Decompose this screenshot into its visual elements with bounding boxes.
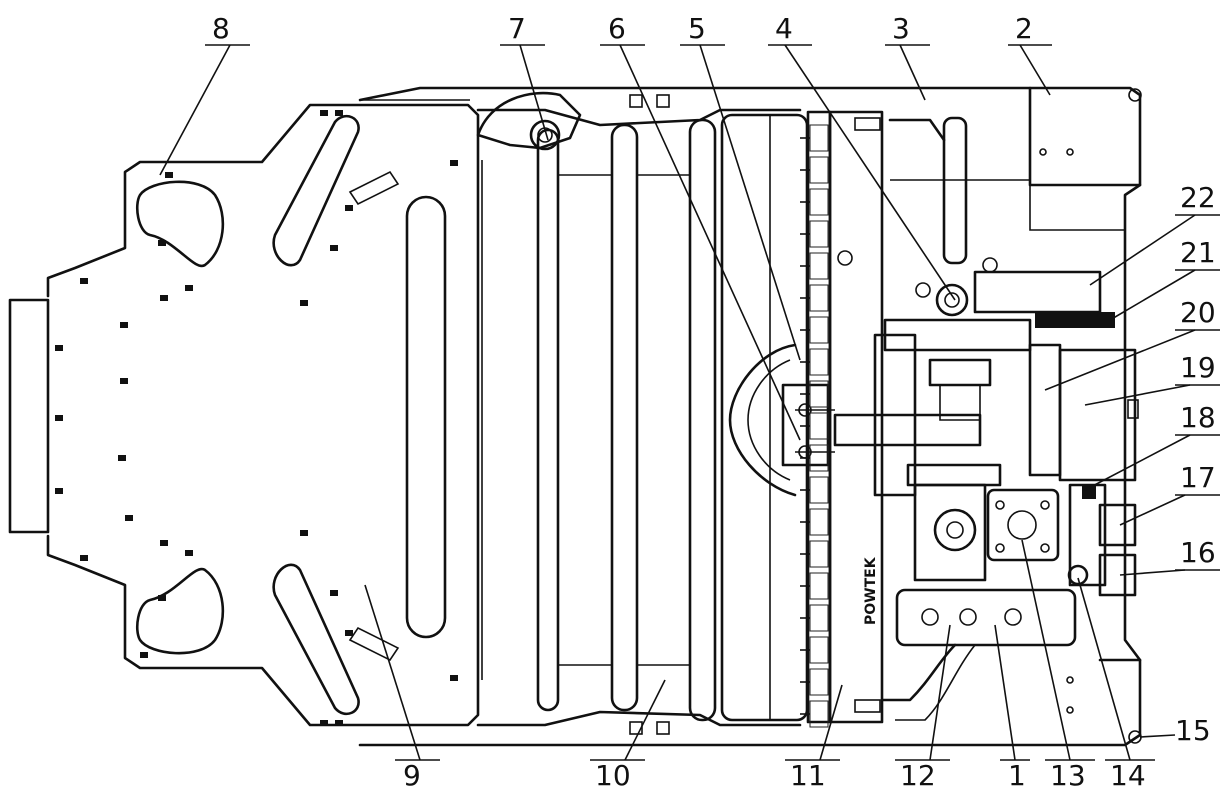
callout-20: 20 [1180,296,1216,329]
burner-nozzle [809,124,829,152]
callout-13: 13 [1050,759,1086,792]
rivet-mark [345,205,353,211]
callout-5: 5 [688,12,706,45]
callout-14: 14 [1110,759,1146,792]
rivet-mark [330,245,338,251]
rivet-mark [185,550,193,556]
rivet-mark [320,110,328,116]
callout-18: 18 [1180,401,1216,434]
leader-lines [159,44,1196,761]
rivet-mark [158,595,166,601]
rivet-mark [80,555,88,561]
rivet-mark [158,240,166,246]
callout-4: 4 [775,12,793,45]
rivet-mark [55,415,63,421]
gas-manifold: POWTEK [800,110,884,728]
rivet-mark [165,172,173,178]
callouts: 8 7 6 5 4 3 2 22 21 20 19 18 17 16 15 9 … [205,12,1220,792]
rivet-mark [125,515,133,521]
burner-nozzle [809,188,829,216]
rivet-mark [450,675,458,681]
brand-mark: POWTEK [863,556,879,625]
rivet-mark [300,530,308,536]
rivet-mark [335,720,343,726]
callout-11: 11 [790,759,826,792]
burner-assembly [720,113,835,722]
rivet-mark [160,540,168,546]
callout-16: 16 [1180,536,1216,569]
rivet-mark [120,322,128,328]
heat-exchanger [476,91,802,735]
flue-connector [8,103,480,727]
callout-9: 9 [403,759,421,792]
burner-nozzle [809,540,829,568]
burner-nozzle [809,220,829,248]
rivet-mark [120,378,128,384]
burner-nozzle [809,604,829,632]
rivet-mark [330,590,338,596]
rivet-pattern [55,110,458,726]
callout-6: 6 [608,12,626,45]
outer-housing [358,86,1142,747]
burner-nozzle [809,412,829,440]
burner-nozzle [809,316,829,344]
burner-nozzle [809,508,829,536]
rivet-mark [118,455,126,461]
callout-2: 2 [1015,12,1033,45]
control-components [833,86,1142,744]
callout-21: 21 [1180,236,1216,269]
rivet-mark [320,720,328,726]
callout-8: 8 [212,12,230,45]
rivet-mark [185,285,193,291]
callout-7: 7 [508,12,526,45]
burner-nozzle [809,636,829,664]
callout-3: 3 [892,12,910,45]
rivet-mark [335,110,343,116]
burner-nozzle [809,668,829,696]
rivet-mark [80,278,88,284]
callout-17: 17 [1180,461,1216,494]
rivet-mark [345,630,353,636]
burner-nozzle [809,348,829,376]
callout-22: 22 [1180,181,1216,214]
burner-nozzle [809,156,829,184]
callout-12: 12 [900,759,936,792]
rivet-mark [300,300,308,306]
callout-1: 1 [1008,759,1026,792]
burner-nozzle [809,284,829,312]
rivet-mark [450,160,458,166]
burner-nozzle [809,476,829,504]
rivet-mark [55,488,63,494]
burner-nozzle [809,572,829,600]
rivet-mark [140,652,148,658]
callout-15: 15 [1175,714,1211,747]
rivet-mark [55,345,63,351]
burner-nozzle [809,444,829,472]
callout-10: 10 [595,759,631,792]
callout-19: 19 [1180,351,1216,384]
burner-nozzle [809,252,829,280]
rivet-mark [160,295,168,301]
